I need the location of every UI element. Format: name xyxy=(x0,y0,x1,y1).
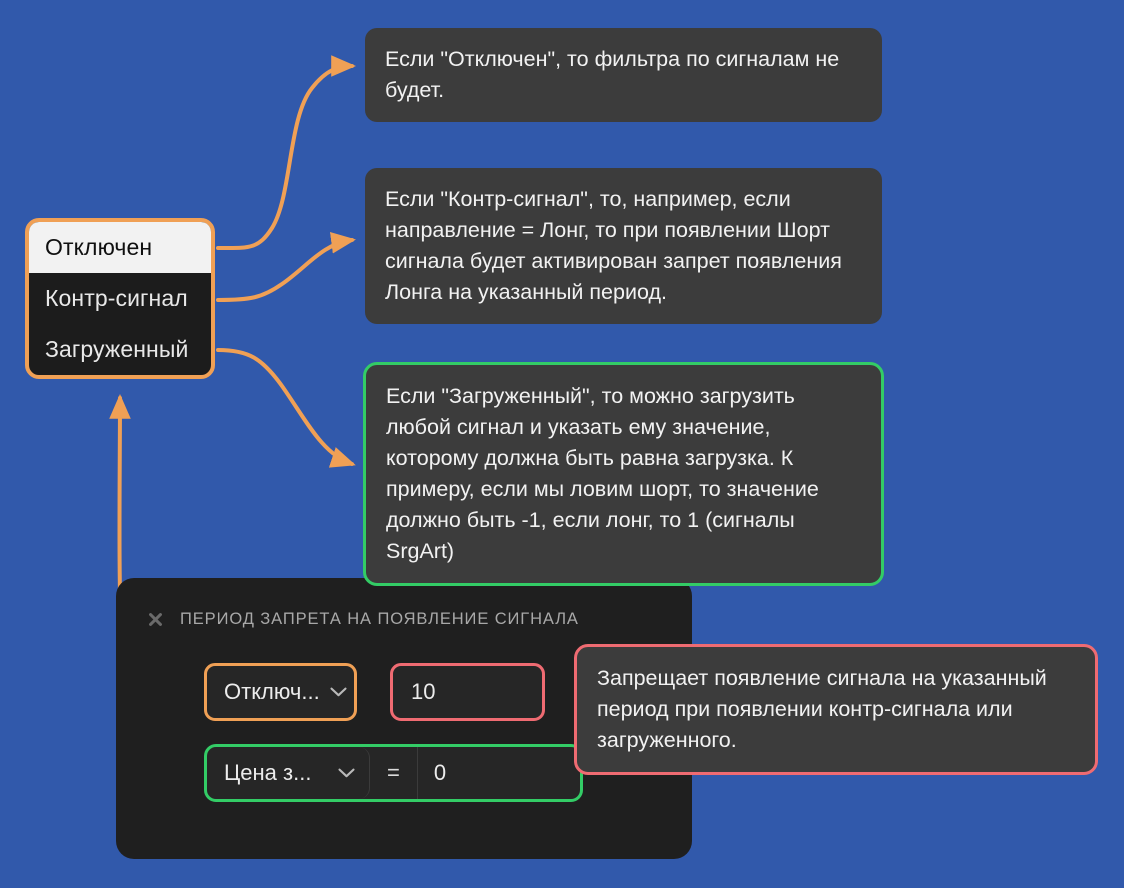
option-item-counter-signal[interactable]: Контр-сигнал xyxy=(45,285,188,311)
period-input[interactable]: 10 xyxy=(390,663,545,721)
signal-mode-select-value: Отключ... xyxy=(224,679,320,704)
chevron-down-icon xyxy=(338,768,355,778)
arrow-disabled xyxy=(216,55,357,251)
signal-mode-select[interactable]: Отключ... xyxy=(204,663,357,721)
panel-header: ПЕРИОД ЗАПРЕТА НА ПОЯВЛЕНИЕ СИГНАЛА xyxy=(116,578,692,629)
price-source-select[interactable]: Цена з... xyxy=(207,747,370,799)
operator-equals: = xyxy=(387,760,400,785)
signal-mode-option-list[interactable]: Отключен Контр-сигнал Загруженный xyxy=(25,218,215,379)
price-source-select-value: Цена з... xyxy=(224,760,312,785)
arrow-counter-signal xyxy=(216,232,356,302)
option-item-loaded[interactable]: Загруженный xyxy=(45,336,189,362)
option-item-disabled[interactable]: Отключен xyxy=(29,222,211,273)
field-row-period: Отключ... 10 xyxy=(116,663,692,721)
price-value-input[interactable]: 0 xyxy=(416,747,580,799)
panel-title: ПЕРИОД ЗАПРЕТА НА ПОЯВЛЕНИЕ СИГНАЛА xyxy=(180,610,579,628)
chevron-down-icon xyxy=(330,687,347,697)
callout-loaded-mode: Если "Загруженный", то можно загрузить л… xyxy=(363,362,884,586)
field-row-price: Цена з... = 0 xyxy=(116,744,692,802)
close-icon[interactable] xyxy=(147,611,164,628)
callout-counter-signal-mode: Если "Контр-сигнал", то, например, если … xyxy=(365,168,882,324)
price-condition-group: Цена з... = 0 xyxy=(204,744,583,802)
period-input-value: 10 xyxy=(411,679,436,704)
callout-period-field: Запрещает появление сигнала на указанный… xyxy=(574,644,1098,775)
price-value-input-value: 0 xyxy=(433,760,447,785)
callout-disabled-mode: Если "Отключен", то фильтра по сигналам … xyxy=(365,28,882,122)
arrow-loaded xyxy=(216,348,356,468)
